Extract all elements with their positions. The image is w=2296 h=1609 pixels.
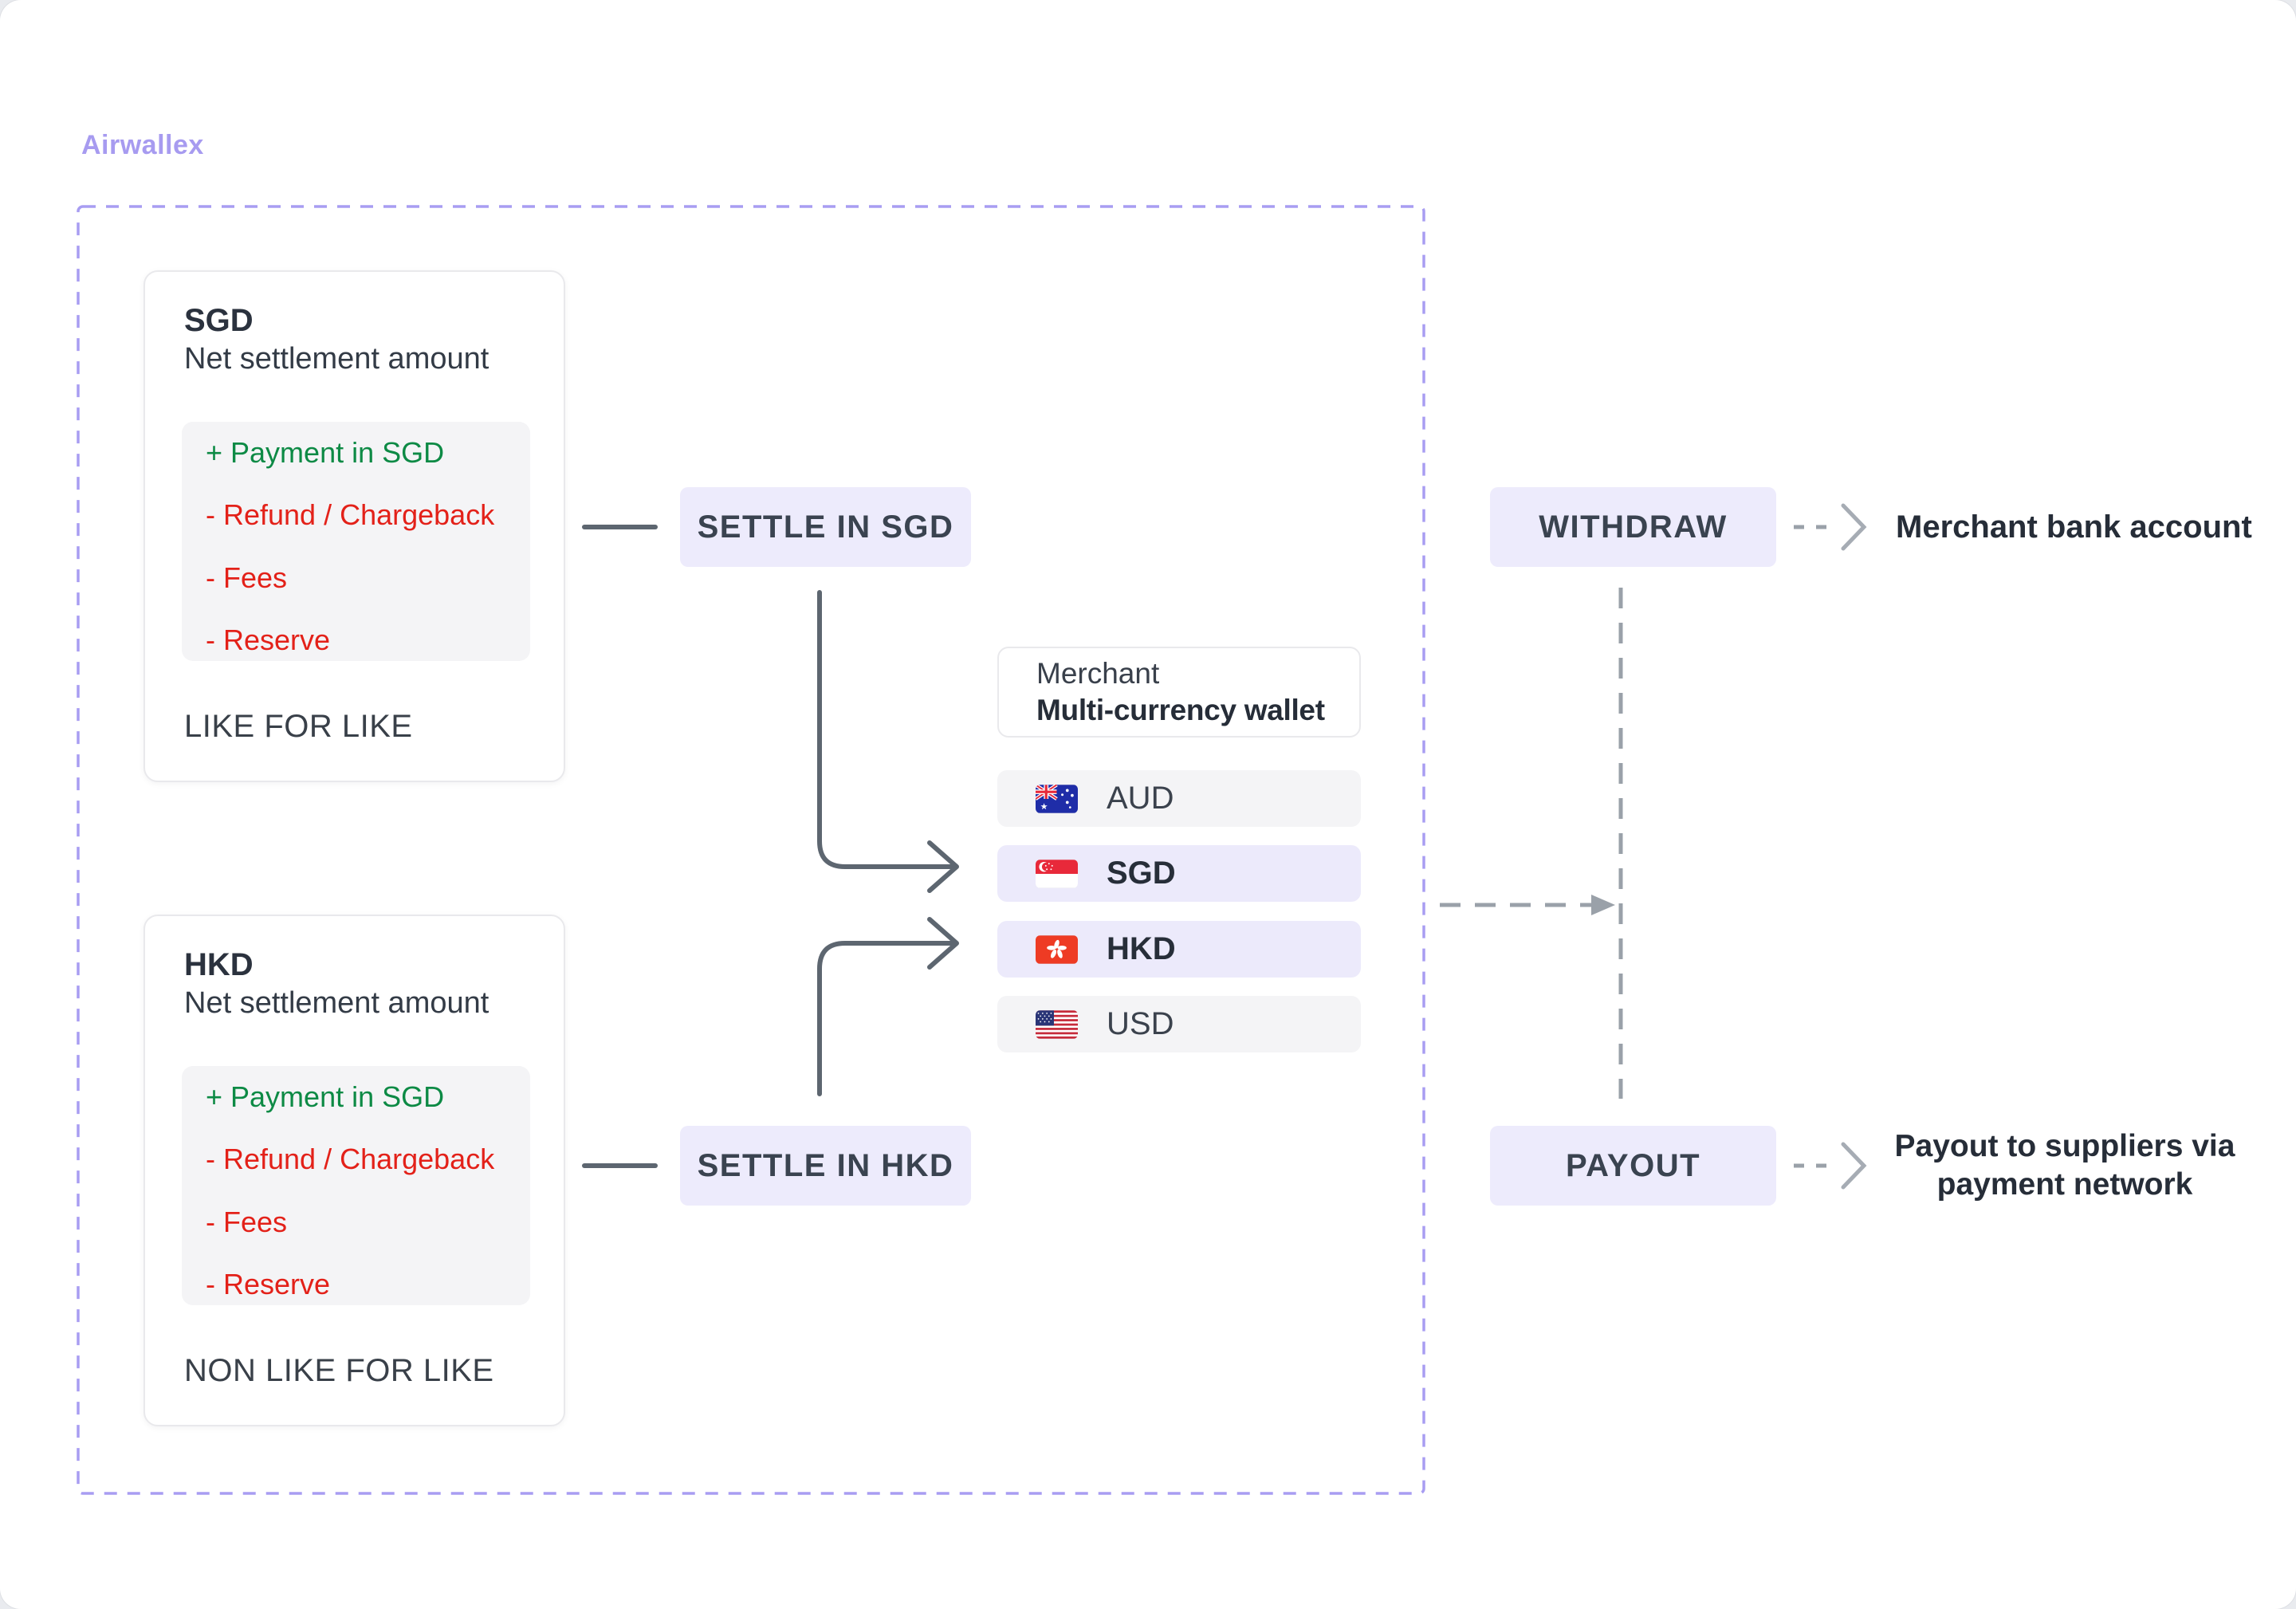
settle-hkd-to-wallet-arrow — [817, 941, 956, 1096]
airwallex-boundary-dashed-box — [77, 205, 1425, 1495]
sgd-card-subtitle: Net settlement amount — [184, 342, 489, 376]
wallet-name-label: Multi-currency wallet — [1036, 694, 1325, 726]
settle-in-sgd-button[interactable]: SETTLE IN SGD — [680, 487, 971, 567]
payout-button[interactable]: PAYOUT — [1490, 1126, 1776, 1206]
payout-destination-line2: payment network — [1936, 1167, 2193, 1202]
wallet-link-arrowhead-icon — [1591, 895, 1615, 915]
withdraw-button[interactable]: WITHDRAW — [1490, 487, 1776, 567]
calc-item-refund-chargeback: - Refund / Chargeback — [206, 498, 495, 532]
settle-sgd-arrowhead-icon — [927, 840, 959, 893]
payout-destination-line1: Payout to suppliers via — [1894, 1129, 2235, 1163]
hkd-card-footer: NON LIKE FOR LIKE — [184, 1353, 494, 1388]
settle-sgd-to-wallet-arrow — [817, 590, 956, 869]
sgd-card-footer: LIKE FOR LIKE — [184, 709, 413, 744]
hkd-calculation-box: + Payment in SGD - Refund / Chargeback -… — [182, 1066, 530, 1305]
currency-row-usd: USD — [997, 996, 1361, 1052]
calc-item-reserve: - Reserve — [206, 623, 331, 656]
currency-row-sgd: SGD — [997, 845, 1361, 902]
singapore-flag-icon — [1036, 859, 1078, 888]
calc-item-payment: + Payment in SGD — [206, 436, 445, 469]
airwallex-logo: Airwallex — [81, 130, 204, 160]
payout-arrowhead-icon — [1841, 1142, 1867, 1190]
currency-row-hkd: HKD — [997, 921, 1361, 978]
merchant-bank-account-label: Merchant bank account — [1896, 509, 2252, 545]
hong-kong-flag-icon — [1036, 934, 1078, 964]
currency-code-label: HKD — [1107, 931, 1176, 966]
calc-item-payment: + Payment in SGD — [206, 1080, 445, 1113]
calc-item-fees: - Fees — [206, 561, 288, 594]
settle-in-hkd-button[interactable]: SETTLE IN HKD — [680, 1126, 971, 1206]
australia-flag-icon — [1036, 784, 1078, 813]
currency-code-label: AUD — [1107, 781, 1174, 816]
hkd-card-title: HKD — [184, 947, 254, 982]
hkd-card-subtitle: Net settlement amount — [184, 986, 489, 1020]
payout-destination-label: Payout to suppliers via payment network — [1873, 1119, 2256, 1212]
united-states-flag-icon — [1036, 1009, 1078, 1039]
currency-code-label: SGD — [1107, 856, 1176, 891]
currency-row-aud: AUD — [997, 770, 1361, 827]
sgd-card-title: SGD — [184, 303, 254, 338]
withdraw-arrowhead-icon — [1841, 503, 1867, 551]
calc-item-reserve: - Reserve — [206, 1267, 331, 1300]
sgd-calculation-box: + Payment in SGD - Refund / Chargeback -… — [182, 422, 530, 661]
calc-item-fees: - Fees — [206, 1205, 288, 1238]
merchant-wallet-card: Merchant Multi-currency wallet — [997, 647, 1361, 738]
sgd-settlement-card: SGD Net settlement amount + Payment in S… — [144, 270, 565, 782]
settle-hkd-arrowhead-icon — [927, 917, 959, 970]
calc-item-refund-chargeback: - Refund / Chargeback — [206, 1143, 495, 1176]
currency-code-label: USD — [1107, 1006, 1174, 1041]
hkd-settlement-card: HKD Net settlement amount + Payment in S… — [144, 915, 565, 1426]
wallet-owner-label: Merchant — [1036, 657, 1160, 690]
